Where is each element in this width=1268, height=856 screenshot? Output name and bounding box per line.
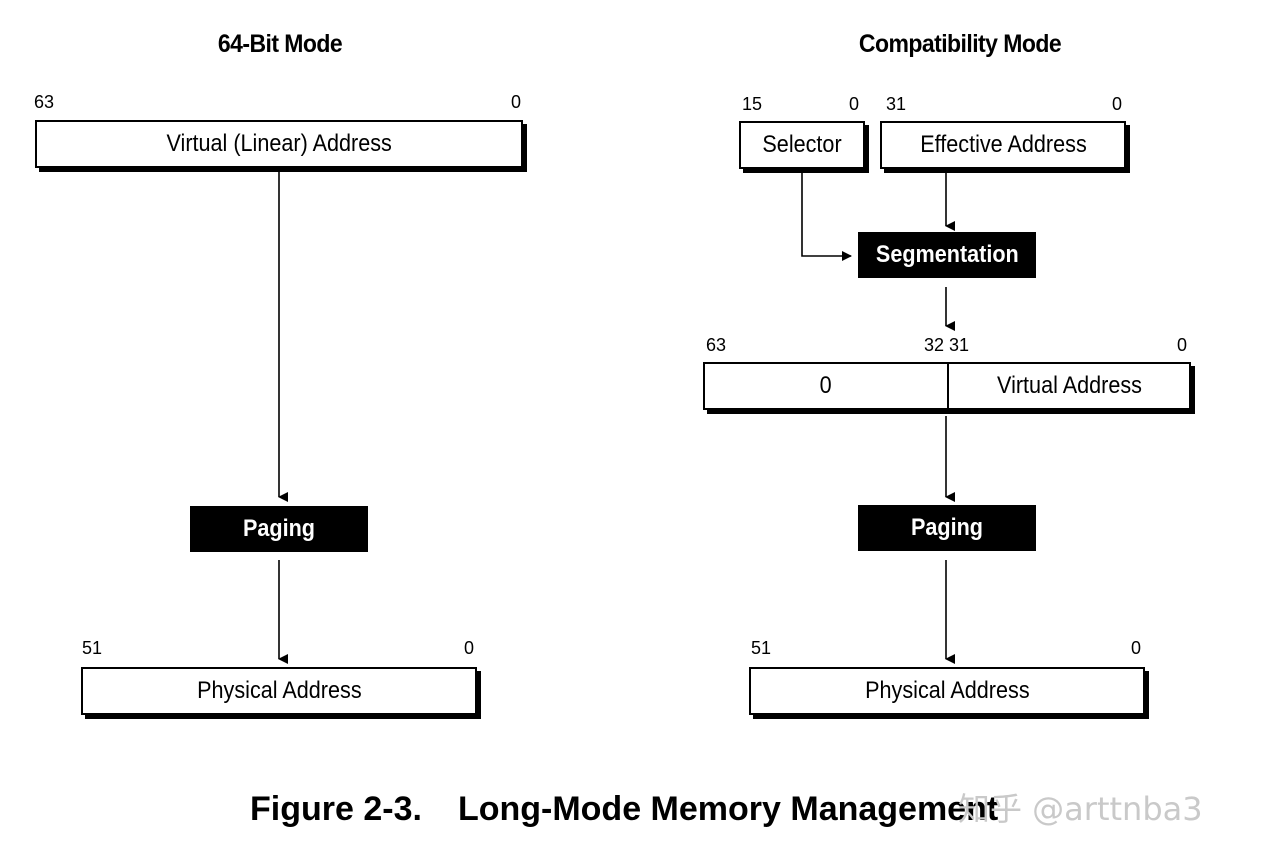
bit-label-51: 51 (82, 638, 103, 658)
segmentation-label: Segmentation (875, 241, 1019, 268)
virtual-linear-address-box: Virtual (Linear) Address (35, 120, 523, 168)
selector-label: Selector (762, 131, 842, 158)
physical-address-label-left: Physical Address (196, 677, 362, 704)
physical-address-box-left: Physical Address (81, 667, 477, 715)
bit-label-31: 31 (886, 94, 907, 114)
linear-address-split-box: 0 Virtual Address (703, 362, 1191, 410)
heading-compatibility-mode: Compatibility Mode (858, 30, 1062, 58)
bit-label-32-31: 32 31 (924, 335, 970, 355)
bit-label-63: 63 (706, 335, 727, 355)
figure-title: Long-Mode Memory Management (457, 790, 999, 828)
segmentation-block: Segmentation (858, 232, 1036, 278)
paging-block-left: Paging (190, 506, 368, 552)
bit-label-0: 0 (1177, 335, 1188, 355)
arrow-selector-to-segmentation (801, 172, 852, 261)
effective-address-label: Effective Address (919, 131, 1087, 158)
lower-bits-cell: Virtual Address (949, 364, 1189, 408)
bit-label-0: 0 (849, 94, 860, 114)
bit-label-15: 15 (742, 94, 763, 114)
effective-address-box: Effective Address (880, 121, 1126, 169)
bit-label-63: 63 (34, 92, 55, 112)
selector-box: Selector (739, 121, 865, 169)
paging-label-left: Paging (242, 515, 315, 542)
physical-address-label-right: Physical Address (864, 677, 1030, 704)
figure-caption: Figure 2-3. Long-Mode Memory Management (250, 790, 998, 829)
figure-number: Figure 2-3. (250, 790, 422, 828)
virtual-address-label: Virtual Address (996, 372, 1142, 399)
paging-block-right: Paging (858, 505, 1036, 551)
upper-bits-zero-label: 0 (819, 372, 833, 399)
paging-label-right: Paging (910, 514, 983, 541)
bit-label-51: 51 (751, 638, 772, 658)
bit-label-0: 0 (1112, 94, 1123, 114)
heading-64bit-mode: 64-Bit Mode (217, 30, 343, 58)
upper-bits-cell: 0 (705, 364, 949, 408)
virtual-linear-address-label: Virtual (Linear) Address (166, 130, 392, 157)
bit-label-0: 0 (464, 638, 475, 658)
watermark-text: 知乎 @arttnba3 (958, 790, 1203, 828)
bit-label-0: 0 (1131, 638, 1142, 658)
physical-address-box-right: Physical Address (749, 667, 1145, 715)
bit-label-0: 0 (511, 92, 522, 112)
